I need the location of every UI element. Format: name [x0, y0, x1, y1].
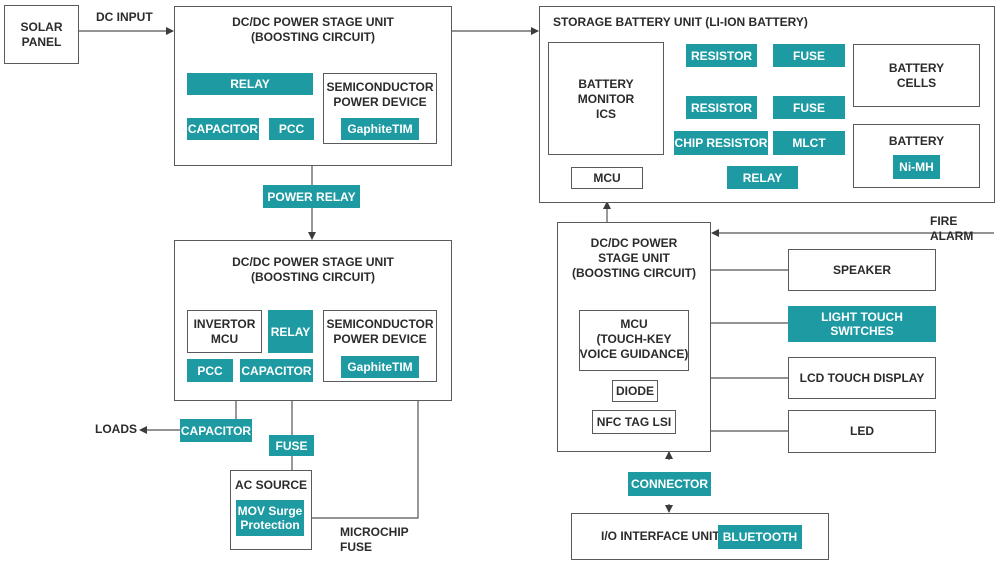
- power-relay-tag: POWER RELAY: [263, 185, 360, 208]
- capacitor-output-tag: CAPACITOR: [180, 419, 252, 442]
- speaker-box: SPEAKER: [788, 249, 936, 291]
- battery-cells-label: BATTERY CELLS: [888, 61, 945, 90]
- stage1-title: DC/DC POWER STAGE UNIT (BOOSTING CIRCUIT…: [232, 15, 394, 44]
- led-label: LED: [850, 424, 874, 438]
- solar-panel-label: SOLAR PANEL: [20, 19, 63, 49]
- speaker-label: SPEAKER: [832, 262, 891, 277]
- lcd-touch-display-box: LCD TOUCH DISPLAY: [788, 357, 936, 399]
- stage1-graphite-tim: GaphiteTIM: [341, 118, 419, 140]
- stage1-semiconductor-label: SEMICONDUCTOR POWER DEVICE: [326, 80, 434, 109]
- stage2-capacitor: CAPACITOR: [240, 359, 313, 382]
- stage3-mcu-box: [579, 310, 689, 371]
- loads-label: LOADS: [95, 422, 137, 436]
- stage3-mcu-label: MCU (TOUCH-KEY VOICE GUIDANCE): [579, 317, 689, 361]
- storage-relay-tag: RELAY: [727, 166, 798, 189]
- battery-cells-box: [853, 44, 980, 107]
- nimh-tag: Ni-MH: [893, 155, 940, 179]
- storage-battery-title: STORAGE BATTERY UNIT (LI-ION BATTERY): [553, 15, 808, 29]
- mlct-tag: MLCT: [773, 131, 845, 155]
- stage2-inverter-mcu-box: [187, 310, 262, 353]
- stage1-pcc: PCC: [269, 118, 314, 140]
- nfc-tag-box: [592, 410, 676, 434]
- microchip-fuse-label: MICROCHIP FUSE: [340, 525, 409, 554]
- mov-surge-protection-tag: MOV Surge Protection: [236, 500, 304, 536]
- solar-panel-box: SOLAR PANEL: [4, 5, 79, 64]
- fire-alarm-label: FIRE ALARM: [930, 214, 974, 243]
- io-interface-label: I/O INTERFACE UNIT: [601, 529, 720, 543]
- fuse-top-tag: FUSE: [773, 44, 845, 67]
- battery-monitor-box: [548, 42, 664, 155]
- dc-input-label: DC INPUT: [96, 10, 153, 24]
- led-box: LED: [788, 410, 936, 453]
- ac-source-label: AC SOURCE: [234, 478, 307, 492]
- stage2-graphite-tim: GaphiteTIM: [341, 356, 419, 378]
- chip-resistor-tag: CHIP RESISTOR: [674, 131, 768, 155]
- storage-mcu-box: [571, 167, 643, 189]
- stage2-inverter-mcu-label: INVERTOR MCU: [193, 317, 256, 346]
- storage-mcu-label: MCU: [593, 171, 621, 185]
- stage2-semiconductor-label: SEMICONDUCTOR POWER DEVICE: [326, 317, 434, 346]
- light-touch-switches-tag: LIGHT TOUCH SWITCHES: [788, 306, 936, 342]
- battery-nimh-title: BATTERY: [888, 134, 945, 148]
- stage2-relay: RELAY: [268, 310, 313, 353]
- diode-label: DIODE: [615, 384, 654, 398]
- nfc-tag-label: NFC TAG LSI: [596, 415, 672, 429]
- stage1-capacitor: CAPACITOR: [187, 118, 259, 140]
- bluetooth-tag: BLUETOOTH: [718, 525, 802, 549]
- lcd-touch-display-label: LCD TOUCH DISPLAY: [799, 370, 925, 385]
- battery-monitor-label: BATTERY MONITOR ICS: [577, 77, 635, 121]
- fuse-bottom-tag: FUSE: [773, 96, 845, 119]
- resistor-bottom-tag: RESISTOR: [686, 96, 757, 119]
- resistor-top-tag: RESISTOR: [686, 44, 757, 67]
- stage2-title: DC/DC POWER STAGE UNIT (BOOSTING CIRCUIT…: [232, 255, 394, 284]
- fuse-tag: FUSE: [269, 435, 314, 456]
- connector-tag: CONNECTOR: [628, 472, 711, 496]
- diode-box: [612, 380, 658, 402]
- stage2-pcc: PCC: [187, 359, 233, 382]
- stage1-relay: RELAY: [187, 73, 313, 95]
- stage3-title: DC/DC POWER STAGE UNIT (BOOSTING CIRCUIT…: [572, 236, 696, 280]
